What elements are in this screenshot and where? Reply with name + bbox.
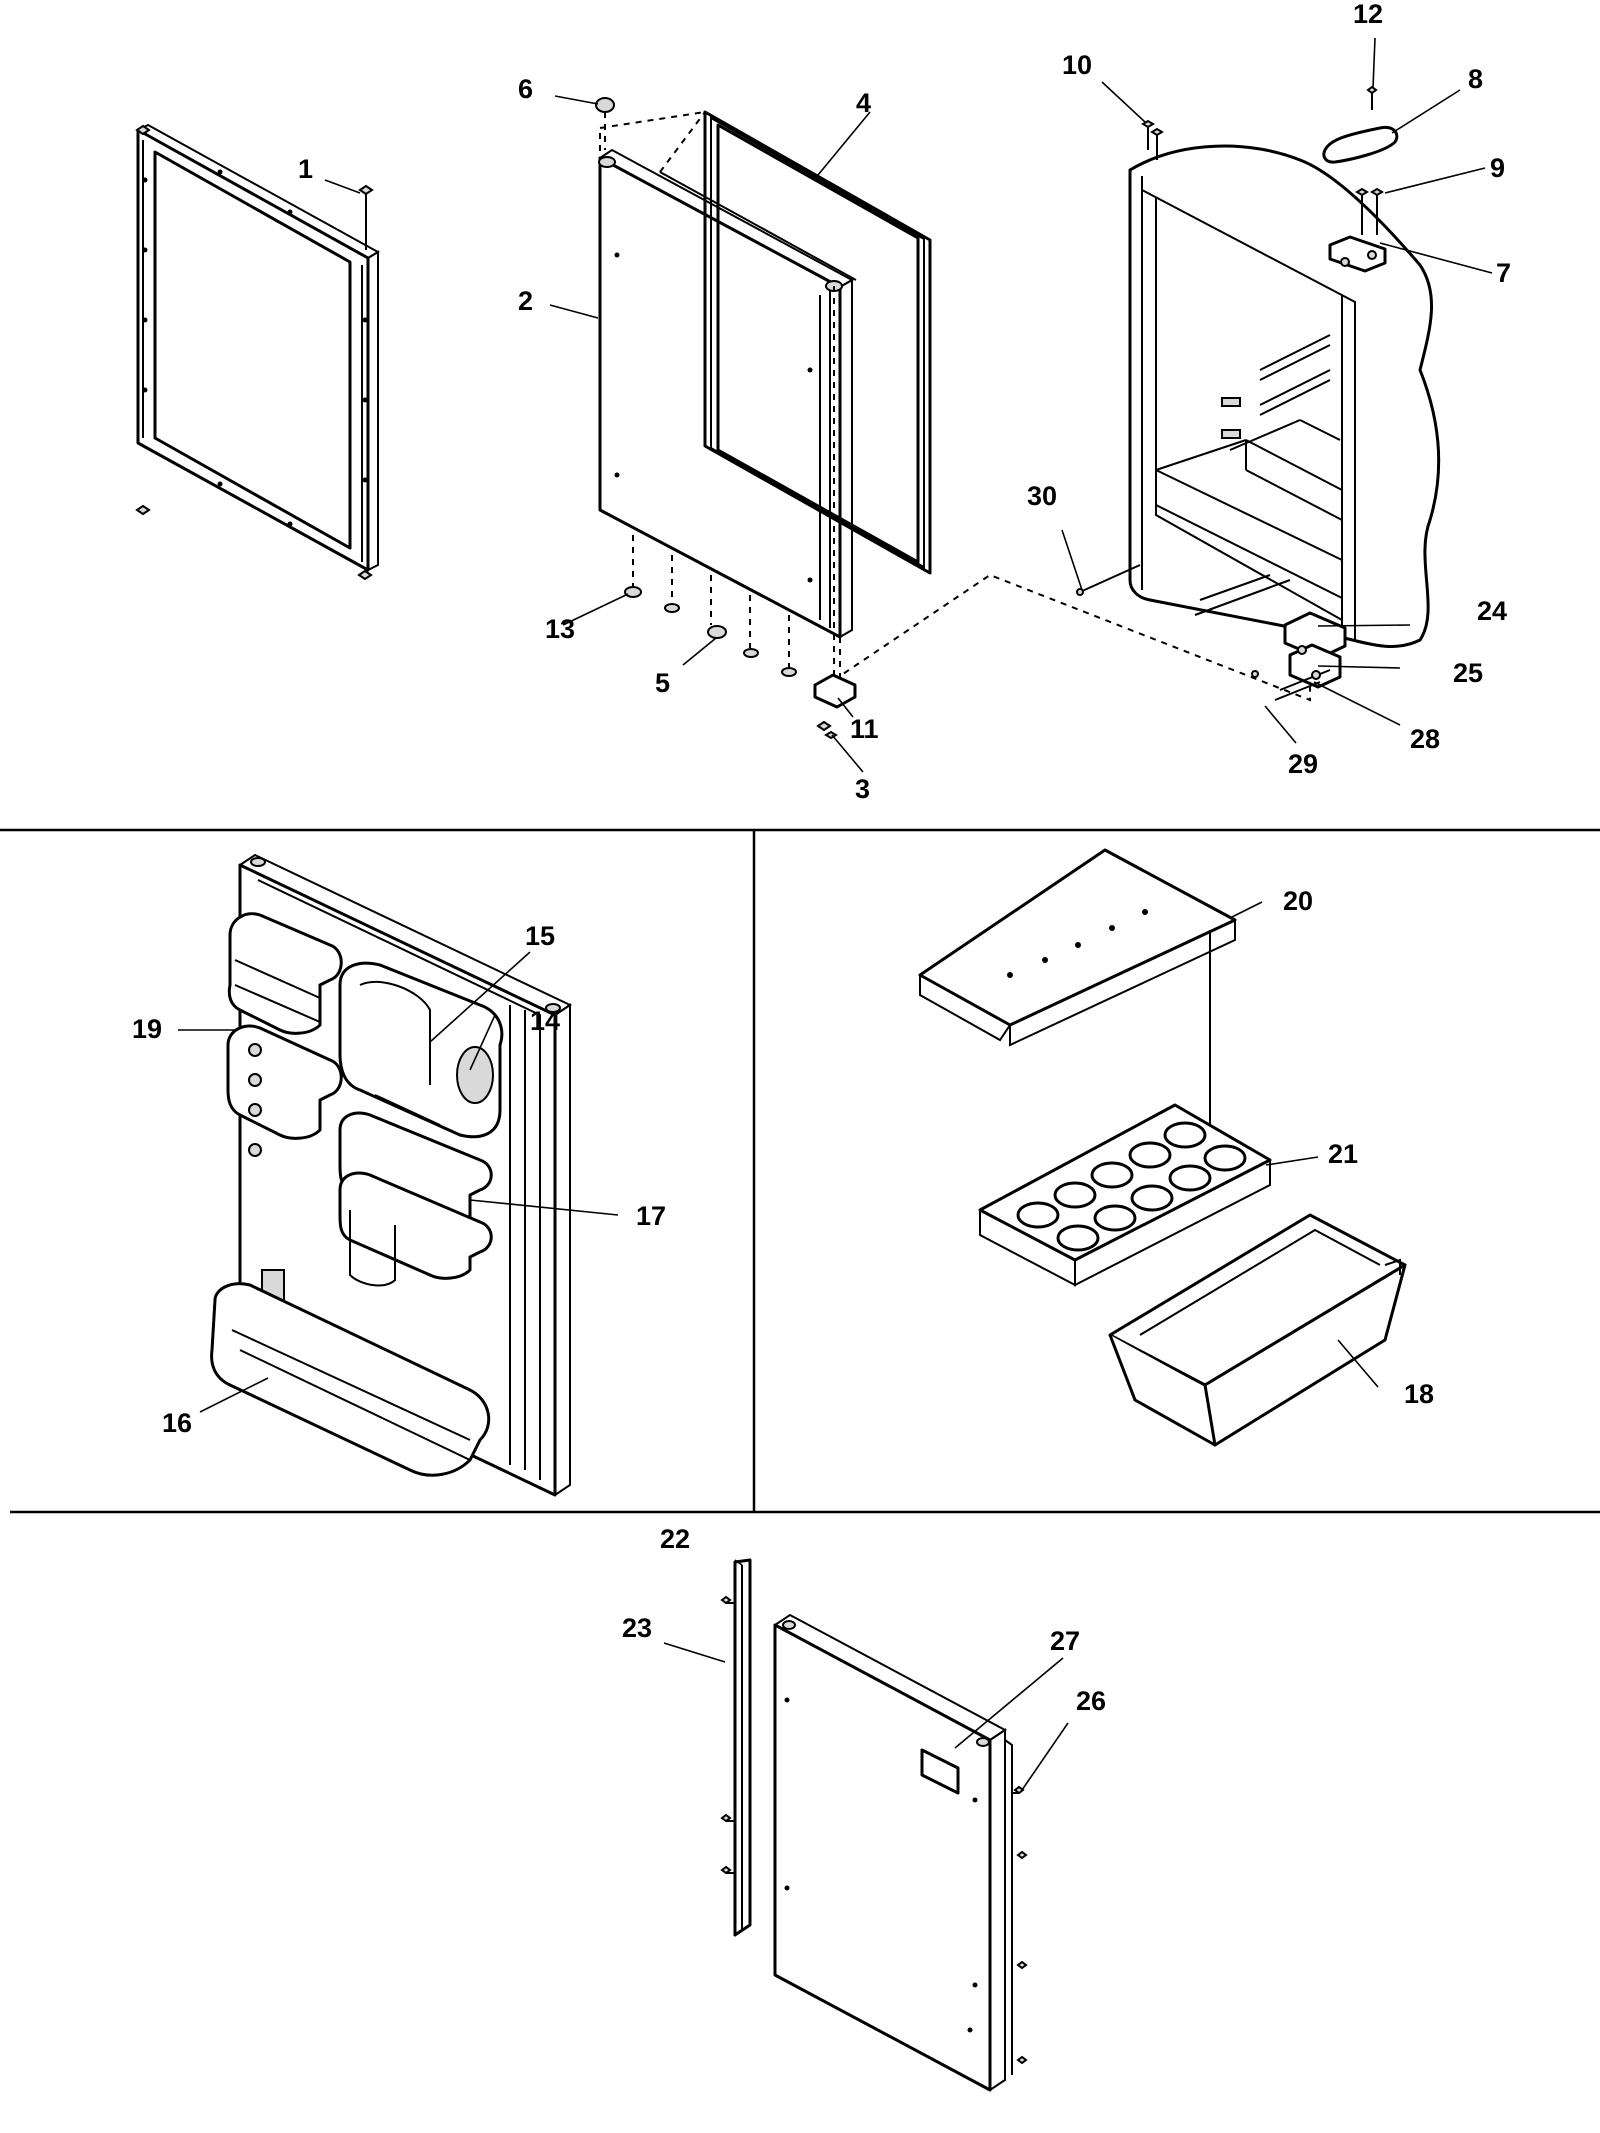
- callout-2: 2: [518, 286, 533, 316]
- callout-5: 5: [655, 668, 670, 698]
- callout-27: 27: [1050, 1626, 1080, 1656]
- callout-30: 30: [1027, 481, 1057, 511]
- callout-9: 9: [1490, 153, 1505, 183]
- callout-3: 3: [855, 774, 870, 804]
- callout-28: 28: [1410, 724, 1440, 754]
- callout-26: 26: [1076, 1686, 1106, 1716]
- door-frame-part: [135, 123, 381, 581]
- callout-10: 10: [1062, 50, 1092, 80]
- callout-7: 7: [1496, 258, 1511, 288]
- callout-29: 29: [1288, 749, 1318, 779]
- callout-19: 19: [132, 1014, 162, 1044]
- callout-18: 18: [1404, 1379, 1434, 1409]
- callout-21: 21: [1328, 1139, 1358, 1169]
- callout-17: 17: [636, 1201, 666, 1231]
- callout-4: 4: [856, 88, 871, 118]
- callout-6: 6: [518, 74, 533, 104]
- section-dividers: [0, 828, 1600, 1514]
- cabinet-assembly: [1076, 85, 1441, 701]
- accessories-group: [918, 848, 1407, 1447]
- callout-labels: 1 2 3 4 5 6 7 8 9 10 11 12 13 14 15 16 1…: [132, 0, 1511, 1716]
- callout-24: 24: [1477, 596, 1507, 626]
- callout-22: 22: [660, 1524, 690, 1554]
- refrigerator-door-assembly: [595, 97, 1311, 740]
- callout-11: 11: [850, 714, 879, 744]
- door-panel-assembly: [720, 1558, 1028, 2092]
- door-interior-assembly: [210, 853, 573, 1497]
- callout-1: 1: [298, 154, 313, 184]
- callout-8: 8: [1468, 64, 1483, 94]
- callout-12: 12: [1353, 0, 1383, 29]
- callout-25: 25: [1453, 658, 1483, 688]
- callout-16: 16: [162, 1408, 192, 1438]
- callout-23: 23: [622, 1613, 652, 1643]
- leader-lines: [178, 37, 1493, 1791]
- callout-20: 20: [1283, 886, 1313, 916]
- callout-14: 14: [530, 1006, 560, 1036]
- callout-15: 15: [525, 921, 555, 951]
- callout-13: 13: [545, 614, 575, 644]
